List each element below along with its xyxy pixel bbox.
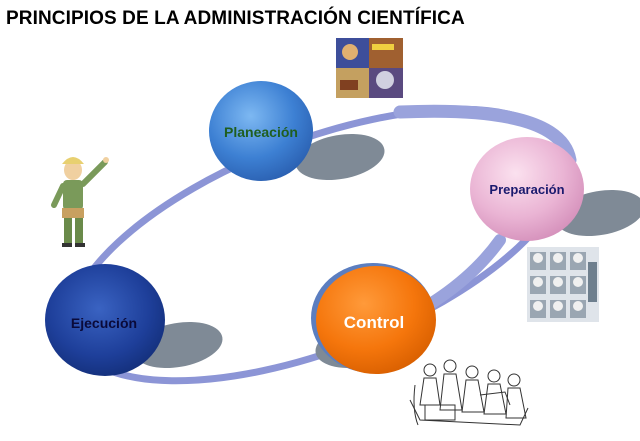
orbit-ring bbox=[67, 104, 577, 385]
sketch-workers-illustration bbox=[409, 359, 529, 426]
planeacion-shadow bbox=[295, 133, 385, 181]
office-workers-collage-image bbox=[527, 247, 599, 322]
workers-collage-image bbox=[336, 38, 403, 98]
page-title: PRINCIPIOS DE LA ADMINISTRACIÓN CIENTÍFI… bbox=[6, 8, 465, 29]
node-planeacion: Planeación bbox=[209, 81, 313, 181]
node-preparacion: Preparación bbox=[470, 137, 584, 241]
node-control: Control bbox=[311, 263, 436, 374]
ejecucion-label: Ejecución bbox=[71, 315, 137, 331]
node-ejecucion: Ejecución bbox=[45, 264, 165, 376]
preparacion-label: Preparación bbox=[489, 182, 564, 197]
planeacion-label: Planeación bbox=[224, 124, 298, 140]
control-label: Control bbox=[344, 313, 404, 332]
worker-figure-icon bbox=[51, 157, 109, 247]
